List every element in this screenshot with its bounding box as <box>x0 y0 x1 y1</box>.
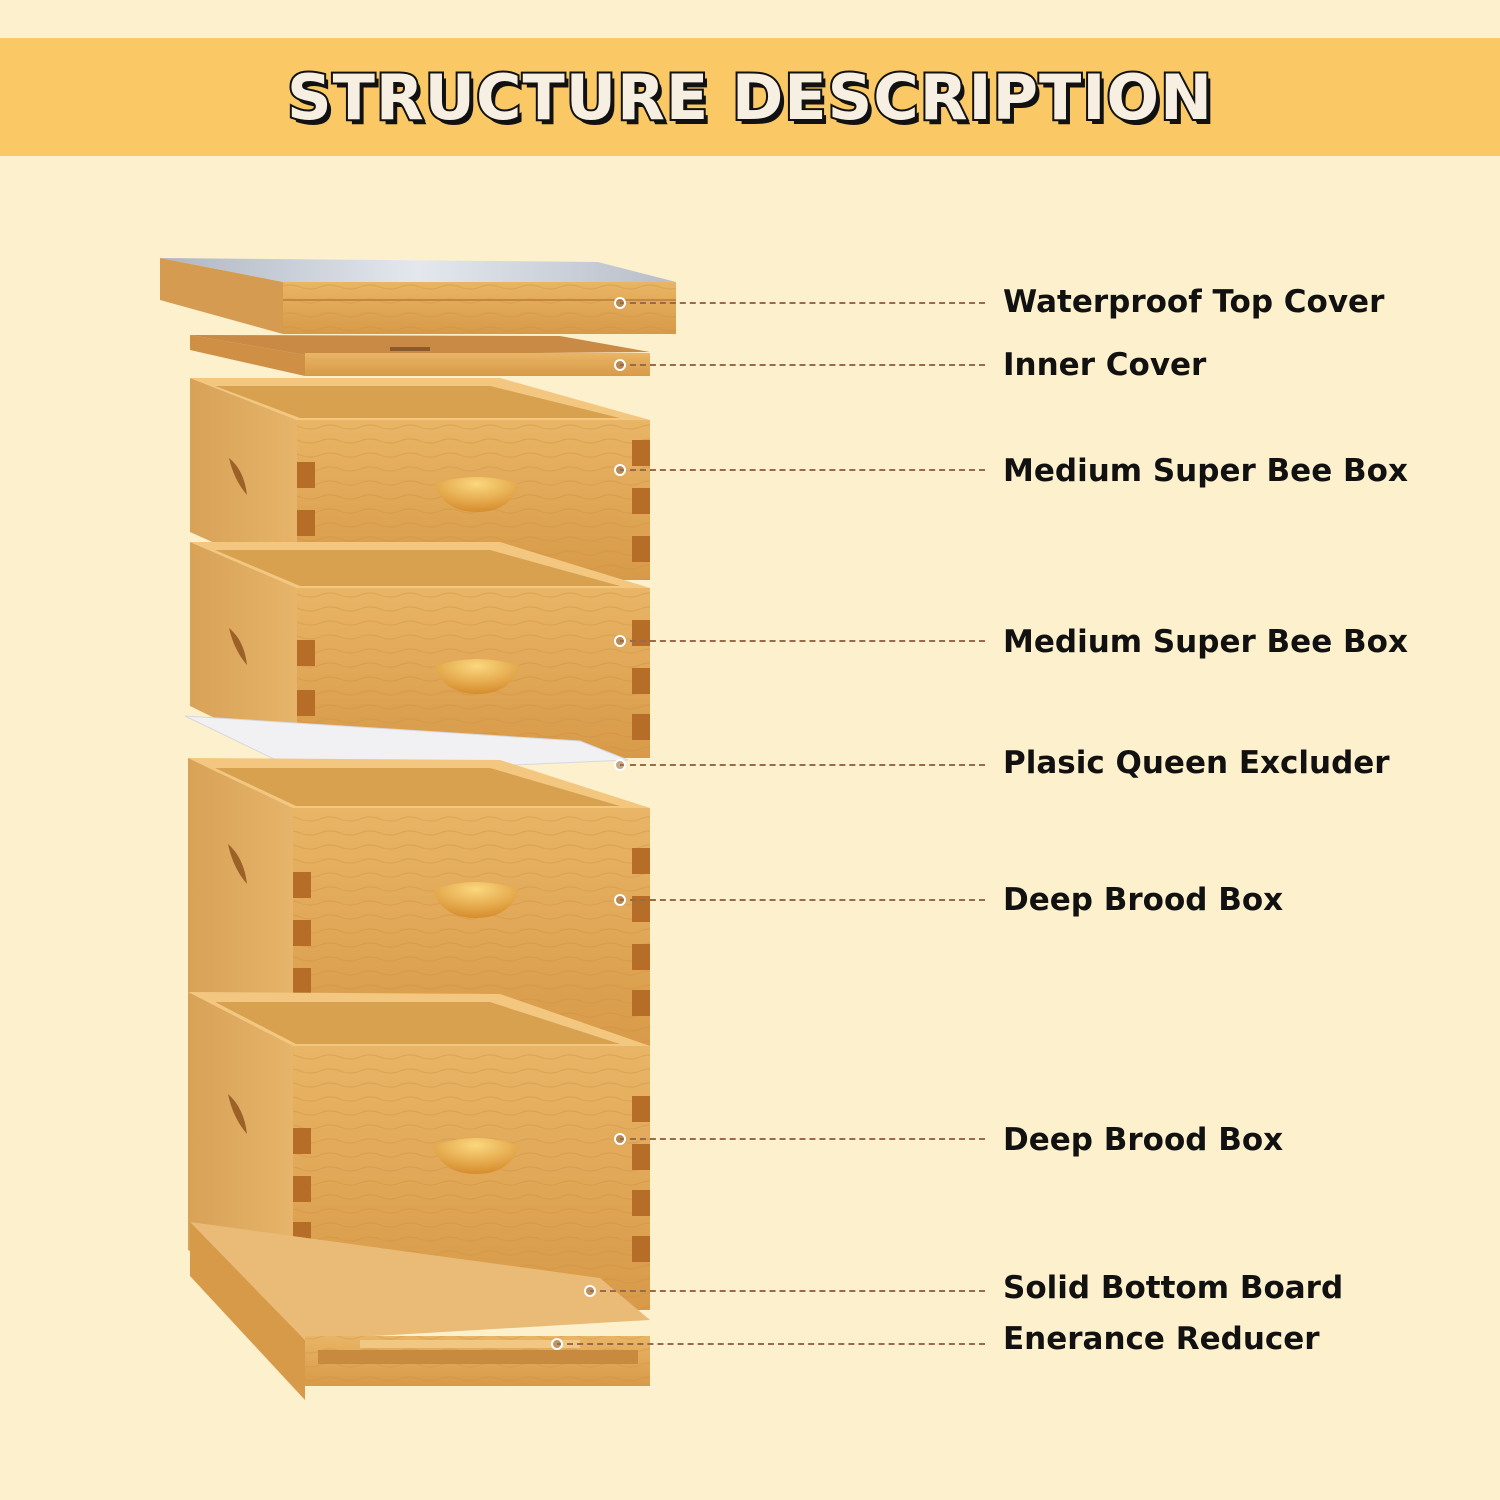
bottom-board-part <box>190 1222 650 1400</box>
inner-cover-part <box>190 335 650 376</box>
part-label: Waterproof Top Cover <box>1003 284 1385 320</box>
top-cover-part <box>160 258 676 334</box>
marker-dot <box>614 1133 626 1145</box>
page-title: STRUCTURE DESCRIPTION <box>285 59 1214 136</box>
leader-line <box>620 764 985 766</box>
leader-line <box>620 469 985 471</box>
part-label: Medium Super Bee Box <box>1003 624 1408 660</box>
marker-dot <box>614 894 626 906</box>
marker-dot <box>614 359 626 371</box>
marker-dot <box>614 759 626 771</box>
part-label: Deep Brood Box <box>1003 1122 1284 1158</box>
leader-line <box>620 364 985 366</box>
leader-line <box>557 1343 985 1345</box>
marker-dot <box>551 1338 563 1350</box>
marker-dot <box>614 635 626 647</box>
leader-line <box>620 1138 985 1140</box>
entrance-reducer-part <box>360 1340 580 1348</box>
medium-super-box-2 <box>190 542 650 758</box>
part-label: Medium Super Bee Box <box>1003 453 1408 489</box>
leader-line <box>620 302 985 304</box>
part-label: Enerance Reducer <box>1003 1321 1320 1357</box>
leader-line <box>590 1290 985 1292</box>
part-label: Inner Cover <box>1003 347 1207 383</box>
leader-line <box>620 899 985 901</box>
leader-line <box>620 640 985 642</box>
title-banner: STRUCTURE DESCRIPTION <box>0 38 1500 156</box>
part-label: Solid Bottom Board <box>1003 1270 1344 1306</box>
part-label: Plasic Queen Excluder <box>1003 745 1390 781</box>
part-label: Deep Brood Box <box>1003 882 1284 918</box>
marker-dot <box>584 1285 596 1297</box>
marker-dot <box>614 464 626 476</box>
marker-dot <box>614 297 626 309</box>
